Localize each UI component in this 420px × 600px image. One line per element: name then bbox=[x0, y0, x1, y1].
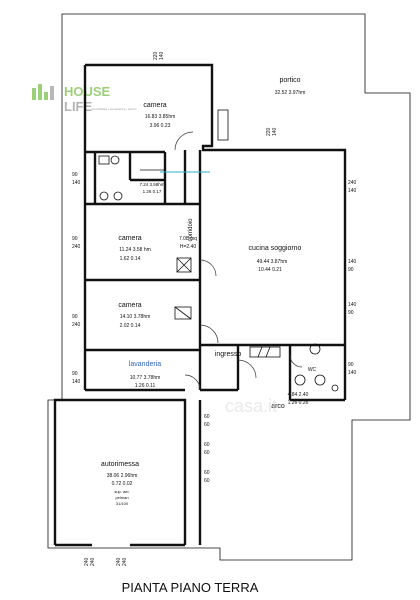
camera-mid-l2: 1.62 0.14 bbox=[120, 256, 141, 262]
logo-line1: HOUSE bbox=[64, 84, 111, 99]
camera-low-name: camera bbox=[118, 302, 141, 309]
watermark: casa.it bbox=[225, 396, 277, 416]
w-label: 90 bbox=[72, 172, 78, 178]
w-label: 60 bbox=[204, 442, 210, 448]
logo-small: immobiliare • consulenza • servizi bbox=[92, 107, 137, 111]
wc-name: WC bbox=[308, 367, 317, 373]
w-label: 90 bbox=[72, 314, 78, 320]
cucina-l1: 49.44 3.87hm bbox=[257, 259, 288, 265]
w-label: 60 bbox=[204, 450, 210, 456]
cucina-l2: 10.44 0.21 bbox=[258, 267, 282, 273]
w-label: 220 bbox=[266, 127, 272, 136]
corridoio-l2: H=2.40 bbox=[180, 244, 196, 250]
camera-mid-l1: 11.24 3.58 hm bbox=[119, 247, 151, 253]
w-label: 240 bbox=[122, 557, 128, 566]
lavanderia-l1: 10.77 3.78hm bbox=[130, 375, 161, 381]
bagno-l1: 7.24 3.58hm bbox=[139, 182, 164, 187]
w-label: 90 bbox=[348, 310, 354, 316]
corridoio-name: corridoio bbox=[188, 218, 194, 242]
autorimessa-n2: pelman bbox=[115, 495, 128, 500]
corridoio-l1: 7.08 mq bbox=[179, 236, 197, 242]
w-label: 140 bbox=[348, 188, 357, 194]
w-label: 140 bbox=[159, 51, 165, 60]
camera-low-l2: 2.02 0.14 bbox=[120, 323, 141, 329]
w-label: 90 bbox=[72, 371, 78, 377]
w-label: 140 bbox=[348, 302, 357, 308]
arco-vals-l1: 4.84 2.40 bbox=[288, 392, 309, 398]
w-label: 140 bbox=[72, 180, 81, 186]
w-label: 60 bbox=[204, 470, 210, 476]
w-label: 90 bbox=[348, 362, 354, 368]
camera-low-l1: 14.10 3.78hm bbox=[120, 314, 151, 320]
ingresso-name: ingresso bbox=[215, 351, 242, 358]
doors bbox=[174, 131, 303, 391]
cucina-name: cucina soggiorno bbox=[249, 245, 302, 252]
autorimessa-l1: 38.06 2.96hm bbox=[107, 473, 138, 479]
site-boundary bbox=[47, 13, 411, 561]
autorimessa-name: autorimessa bbox=[101, 461, 139, 468]
w-label: 60 bbox=[204, 478, 210, 484]
camera-top-name: camera bbox=[143, 102, 166, 109]
w-label: 240 bbox=[90, 557, 96, 566]
w-label: 90 bbox=[348, 267, 354, 273]
w-label: 220 bbox=[153, 51, 159, 60]
w-label: 240 bbox=[348, 180, 357, 186]
w-label: 240 bbox=[84, 557, 90, 566]
w-label: 140 bbox=[272, 127, 278, 136]
lavanderia-name: lavanderia bbox=[129, 361, 161, 368]
w-label: 140 bbox=[72, 379, 81, 385]
footer-title: PIANTA PIANO TERRA bbox=[122, 580, 259, 595]
w-label: 90 bbox=[72, 236, 78, 242]
logo-line2: LIFE bbox=[64, 99, 92, 114]
window-labels: 220 140 220 140 90 140 90 240 90 240 90 … bbox=[72, 51, 357, 566]
w-label: 240 bbox=[72, 322, 81, 328]
bagno-l2: 1.26 0.17 bbox=[143, 189, 162, 194]
w-label: 60 bbox=[204, 422, 210, 428]
fixtures bbox=[98, 155, 339, 392]
portico-l1: 32.52 3.97hm bbox=[275, 90, 306, 96]
autorimessa-n3: 31/100 bbox=[116, 501, 129, 506]
camera-mid-name: camera bbox=[118, 235, 141, 242]
room-labels: camera 16.83 3.85hm 3.96 0.23 portico 32… bbox=[101, 77, 317, 506]
w-label: 60 bbox=[204, 414, 210, 420]
camera-top-l1: 16.83 3.85hm bbox=[145, 114, 176, 120]
autorimessa-l2: 0.72 0.02 bbox=[112, 481, 133, 487]
arco-name: arco bbox=[271, 403, 285, 410]
w-label: 140 bbox=[348, 370, 357, 376]
walls bbox=[53, 63, 347, 547]
portico-name: portico bbox=[279, 77, 300, 84]
lavanderia-l2: 1.26 0.11 bbox=[135, 383, 156, 389]
autorimessa-n1: sup. aer. bbox=[114, 489, 129, 494]
w-label: 140 bbox=[348, 259, 357, 265]
w-label: 240 bbox=[116, 557, 122, 566]
w-label: 240 bbox=[72, 244, 81, 250]
arco-vals-l2: 1.26 0.26 bbox=[288, 400, 309, 406]
camera-top-l2: 3.96 0.23 bbox=[150, 123, 171, 129]
